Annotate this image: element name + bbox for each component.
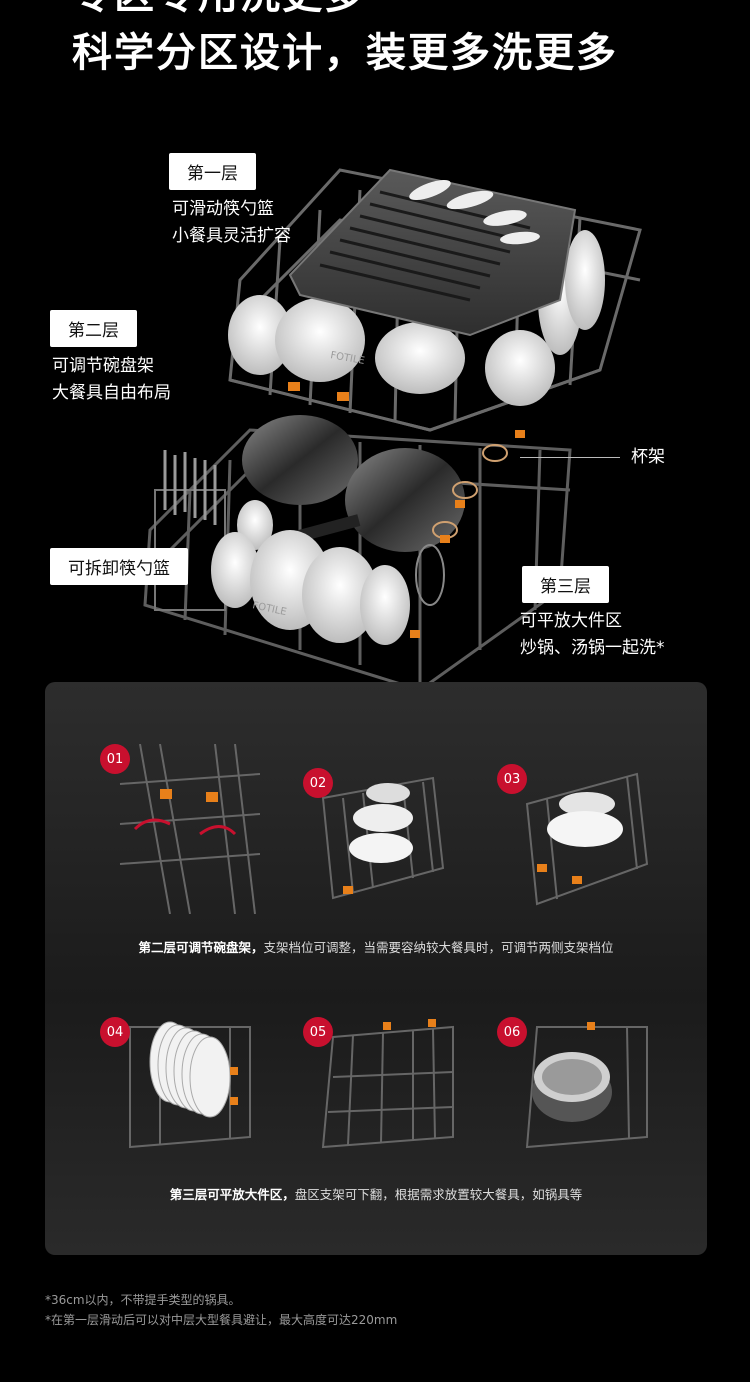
upper-clips xyxy=(288,382,525,438)
step-04-image: 04 xyxy=(100,1017,260,1187)
tier1-line-1: 可滑动筷勺篮 xyxy=(172,199,274,219)
step-03-badge: 03 xyxy=(497,764,527,794)
step-02-image: 02 xyxy=(303,768,463,938)
tier2-line-1: 可调节碗盘架 xyxy=(52,356,154,376)
tier1-line-2: 小餐具灵活扩容 xyxy=(172,226,291,246)
basket-tag: 可拆卸筷勺篮 xyxy=(50,548,188,585)
row1-caption: 第二层可调节碗盘架，支架档位可调整，当需要容纳较大餐具时，可调节两侧支架档位 xyxy=(45,937,707,956)
cup-rack-label: 杯架 xyxy=(631,447,665,467)
step-03-image: 03 xyxy=(497,764,657,934)
step-01-image: 01 xyxy=(100,743,261,915)
lower-clips xyxy=(410,500,465,638)
large-bowls-illustration xyxy=(525,772,649,906)
plates-upright-illustration xyxy=(129,1021,251,1149)
headline: 专区专用洗更多 科学分区设计，装更多洗更多 xyxy=(72,0,618,82)
headline-line-1: 专区专用洗更多 xyxy=(72,0,618,24)
footnote-1: *36cm以内，不带提手类型的锅具。 xyxy=(45,1293,241,1307)
step-06-image: 06 xyxy=(497,1017,657,1187)
step-04-badge: 04 xyxy=(100,1017,130,1047)
cutlery-basket xyxy=(154,450,226,611)
step-01-badge: 01 xyxy=(100,744,130,774)
folded-rack-illustration xyxy=(321,1019,454,1149)
rack-adjust-illustration xyxy=(119,743,261,915)
tier1-description: 可滑动筷勺篮 小餐具灵活扩容 xyxy=(172,196,291,250)
bowls-in-rack-illustration xyxy=(321,776,445,900)
tier3-line-2: 炒锅、汤锅一起洗* xyxy=(520,638,665,658)
headline-line-2: 科学分区设计，装更多洗更多 xyxy=(72,30,618,76)
tier3-line-1: 可平放大件区 xyxy=(520,611,622,631)
tier2-tag: 第二层 xyxy=(50,310,137,347)
row1-caption-bold: 第二层可调节碗盘架， xyxy=(138,940,264,955)
upper-dishes xyxy=(228,205,605,406)
tier2-description: 可调节碗盘架 大餐具自由布局 xyxy=(52,353,171,407)
footnote-2: *在第一层滑动后可以对中层大型餐具避让，最大高度可达220mm xyxy=(45,1313,398,1327)
pot-in-rack-illustration xyxy=(525,1022,648,1149)
tier3-description: 可平放大件区 炒锅、汤锅一起洗* xyxy=(520,608,665,662)
row2-caption-rest: 盘区支架可下翻，根据需求放置较大餐具，如锅具等 xyxy=(294,1187,583,1202)
cutlery-tray xyxy=(288,168,577,337)
tier1-tag: 第一层 xyxy=(169,153,256,190)
cup-rack-leader-line xyxy=(520,457,620,458)
row2-caption: 第三层可平放大件区，盘区支架可下翻，根据需求放置较大餐具，如锅具等 xyxy=(45,1184,707,1203)
lower-bowls xyxy=(211,500,410,645)
row1-caption-rest: 支架档位可调整，当需要容纳较大餐具时，可调节两侧支架档位 xyxy=(263,940,614,955)
step-05-image: 05 xyxy=(303,1017,463,1187)
tier2-line-2: 大餐具自由布局 xyxy=(52,383,171,403)
dishwasher-rack-illustration: FOTILE FOTILE xyxy=(143,168,642,692)
step-02-badge: 02 xyxy=(303,768,333,798)
step-06-badge: 06 xyxy=(497,1017,527,1047)
row2-caption-bold: 第三层可平放大件区， xyxy=(169,1187,295,1202)
tier3-tag: 第三层 xyxy=(522,566,609,603)
step-05-badge: 05 xyxy=(303,1017,333,1047)
feature-panel: 01 02 03 第二层可调节碗盘架，支架档位可调整，当需要 xyxy=(45,682,707,1255)
